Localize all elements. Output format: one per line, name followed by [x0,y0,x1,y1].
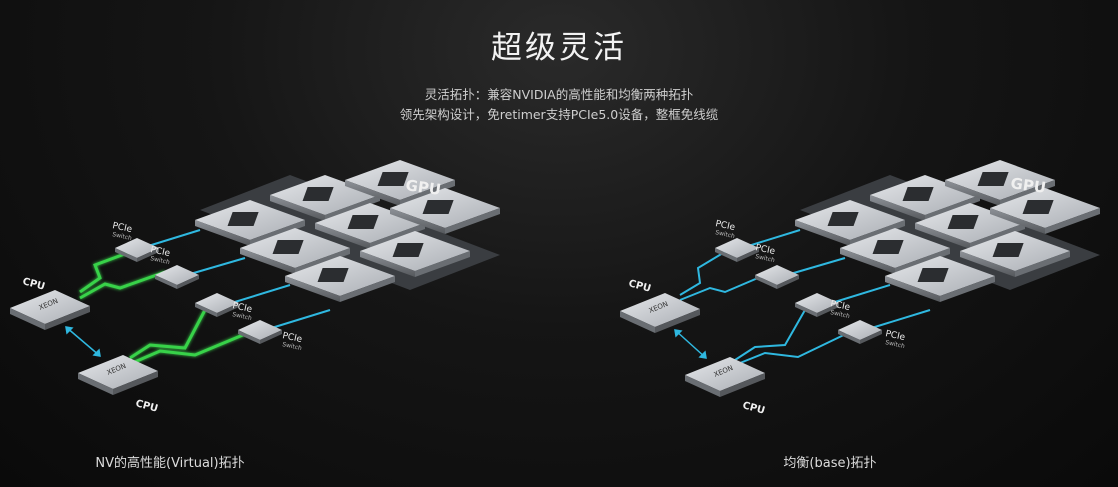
gpu-module [990,188,1100,234]
switch-label: Switch [150,255,171,266]
gpu-module-grid [795,160,1100,302]
switch-label: Switch [755,253,776,264]
switch-label: Switch [830,309,851,320]
subtitle-line-2: 领先架构设计，免retimer支持PCIe5.0设备，整框免线缆 [399,107,719,122]
pcie-label: PCIe [111,221,133,235]
pcie-label: PCIe [149,245,171,259]
pcie-switch [195,293,239,317]
gpu-module [840,228,950,274]
green-links [79,250,251,366]
cyan-links [679,229,931,366]
gpu-module [390,188,500,234]
cpu-interconnect-arrow [65,326,101,357]
gpu-module [915,203,1025,249]
cpu-label: CPU [21,276,46,293]
high-performance-topology-diagram: GPU PCIe Switch PCIe Switch PCIe Switch [10,160,500,415]
pcie-label: PCIe [231,301,253,315]
cpu-chip: XEON [10,290,90,330]
pcie-label: PCIe [281,331,303,345]
pcie-switch [795,293,839,317]
gpu-module [285,256,395,302]
switch-label: Switch [282,341,303,352]
switch-label: Switch [232,311,253,322]
balanced-topology-diagram: GPU PCIe Switch PCIe Switch PCIe Switch … [620,160,1100,417]
pcie-switch [115,238,159,262]
gpu-module [960,231,1070,277]
cpu-label: CPU [627,278,652,295]
gpu-label: GPU [404,176,442,199]
pcie-label: PCIe [884,329,906,343]
pcie-switch [838,320,882,344]
left-diagram-caption: NV的高性能(Virtual)拓扑 [95,456,245,471]
switch-label: Switch [112,231,133,242]
pcie-switch [155,265,199,289]
cpu-label: CPU [134,398,159,415]
pcie-switch [755,265,799,289]
cpu-chip: XEON [78,355,158,395]
pcie-switch [238,320,282,344]
subtitle-line-1: 灵活拓扑：兼容NVIDIA的高性能和均衡两种拓扑 [424,87,694,102]
cpu-interconnect-arrow [674,329,707,359]
switch-label: Switch [715,229,736,240]
pcie-label: PCIe [754,243,776,257]
gpu-module [360,231,470,277]
gpu-label: GPU [1009,174,1047,197]
pcie-switch [715,238,759,262]
page-title: 超级灵活 [491,30,627,66]
switch-label: Switch [885,339,906,350]
cpu-chip: XEON [620,293,700,333]
cpu-chip: XEON [685,357,765,397]
pcie-label: PCIe [714,219,736,233]
right-diagram-caption: 均衡(base)拓扑 [783,456,877,471]
cpu-label: CPU [741,400,766,417]
gpu-module-grid [195,160,500,302]
gpu-module [240,228,350,274]
gpu-module [885,256,995,302]
pcie-label: PCIe [829,299,851,313]
